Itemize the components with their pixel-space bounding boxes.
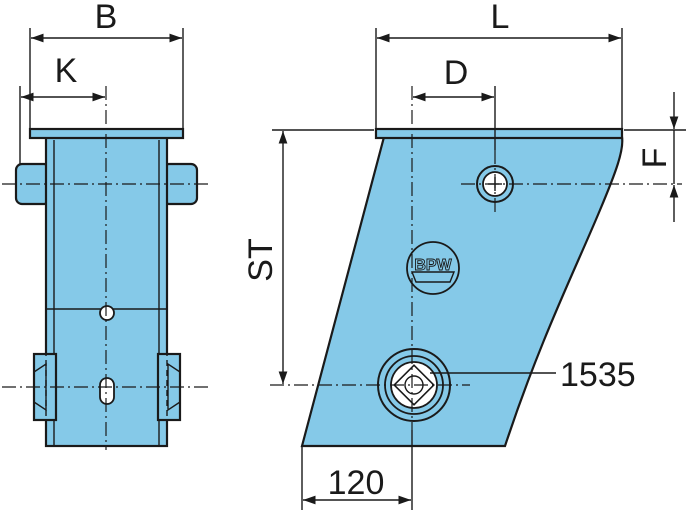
- side-view: B K: [2, 0, 210, 450]
- dim-k-label: K: [55, 52, 78, 90]
- bpw-logo: BPW: [406, 241, 460, 295]
- dim-b-label: B: [95, 0, 118, 36]
- lower-slot: [99, 377, 115, 405]
- dim-l-label: L: [491, 0, 510, 36]
- dim-120-label: 120: [328, 464, 385, 502]
- bracket-profile: [300, 135, 624, 448]
- front-top-plate: [374, 127, 624, 140]
- dim-st-label: ST: [242, 238, 280, 281]
- logo-text: BPW: [414, 257, 452, 274]
- callout-1535: 1535: [560, 356, 636, 394]
- front-view: BPW L D F ST: [242, 0, 686, 510]
- upper-slot: [99, 305, 115, 321]
- dim-d-label: D: [444, 54, 469, 92]
- dim-f-label: F: [636, 148, 674, 169]
